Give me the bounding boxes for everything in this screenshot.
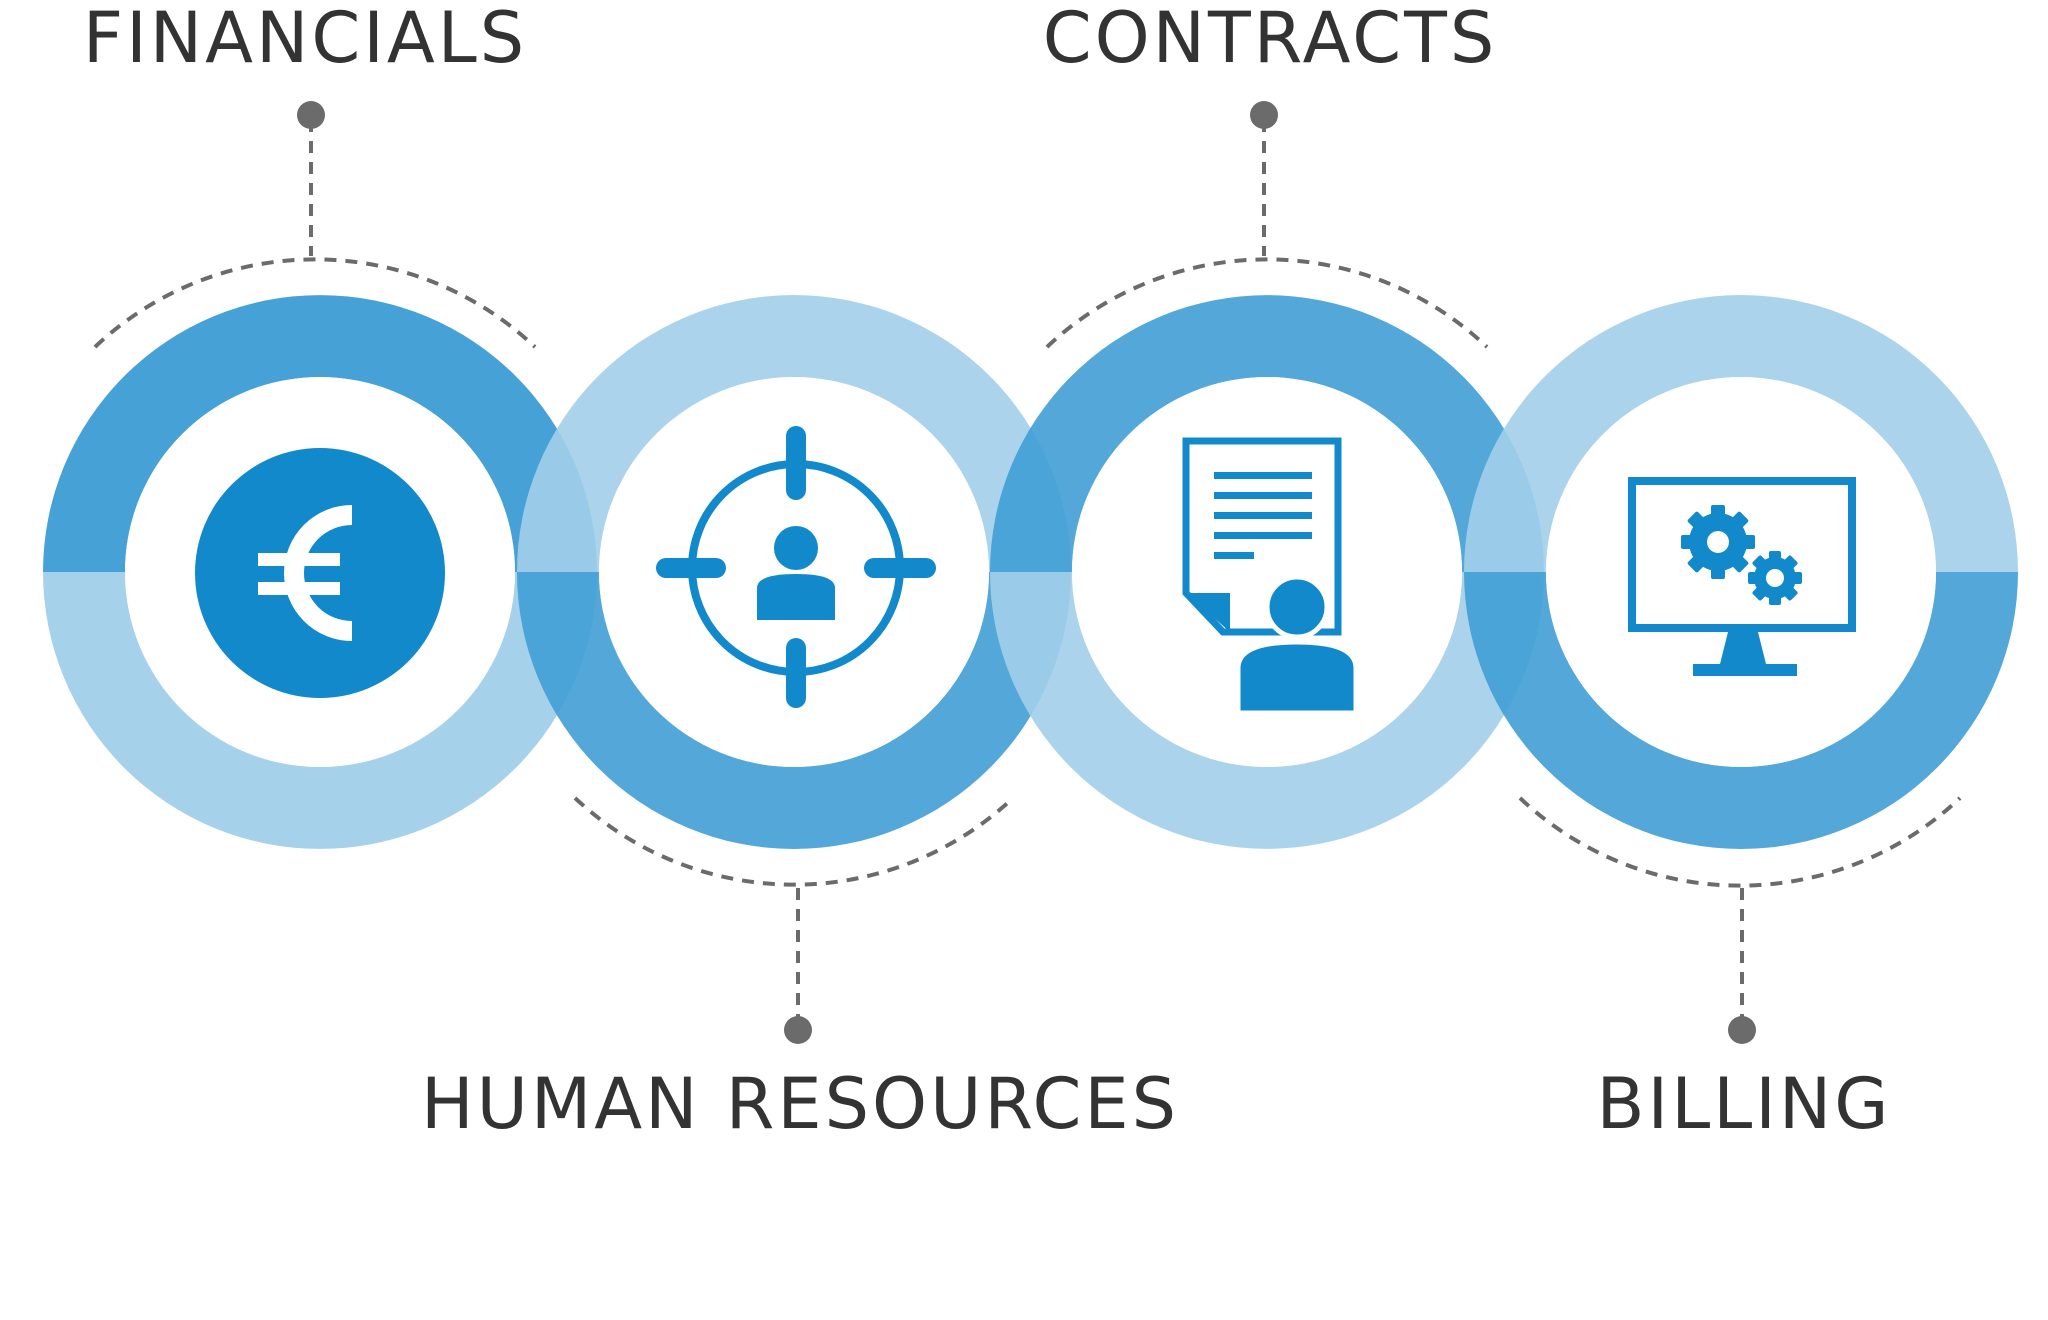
connector-arc-financials bbox=[93, 257, 537, 349]
monitor-gears-icon bbox=[1628, 477, 1856, 676]
label-contracts: CONTRACTS bbox=[1043, 0, 1498, 79]
ring-contracts bbox=[990, 295, 1544, 849]
ring-billing bbox=[1464, 295, 2018, 849]
ring-financials bbox=[43, 295, 597, 849]
connector-dot-billing bbox=[1728, 1016, 1756, 1044]
label-financials: FINANCIALS bbox=[83, 0, 527, 79]
label-human-resources: HUMAN RESOURCES bbox=[421, 1063, 1179, 1145]
connector-dot-financials bbox=[297, 101, 325, 129]
labels: FINANCIALS CONTRACTS HUMAN RESOURCES BIL… bbox=[83, 0, 1892, 1145]
connector-dot-contracts bbox=[1250, 101, 1278, 129]
label-billing: BILLING bbox=[1597, 1063, 1892, 1145]
document-person-icon bbox=[1182, 437, 1359, 716]
ring-human-resources bbox=[517, 295, 1071, 849]
connector-dot-human-resources bbox=[784, 1016, 812, 1044]
connector-arc-human-resources bbox=[573, 796, 1015, 887]
connector-dots bbox=[297, 101, 1756, 1044]
euro-coin-icon bbox=[195, 448, 445, 698]
connector-arc-billing bbox=[1518, 796, 1962, 888]
connector-arc-contracts bbox=[1045, 257, 1489, 349]
connectors bbox=[93, 120, 1962, 1024]
crosshair-person-icon bbox=[656, 426, 936, 708]
